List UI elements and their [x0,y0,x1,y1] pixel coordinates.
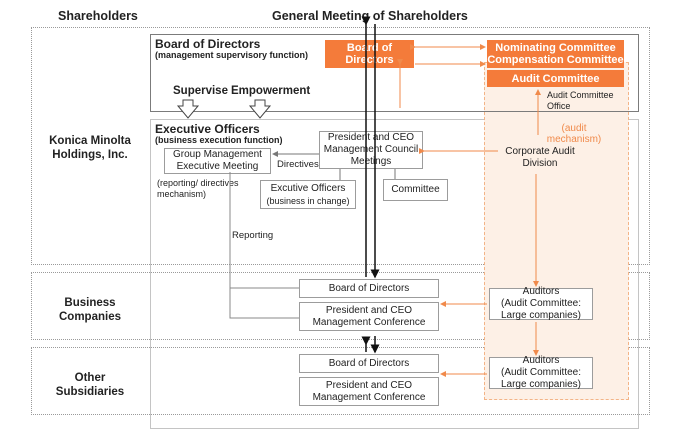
konica-label: Konica Minolta Holdings, Inc. [49,135,131,161]
other-label: Other Subsidiaries [55,372,125,398]
other-auditors-box: Auditors (Audit Committee: Large compani… [489,355,593,390]
audit-committee-office: Audit Committee Office [547,90,614,111]
reporting-mechanism-label: (reporting/ directives mechanism) [157,178,239,199]
reporting-label: Reporting [232,230,274,241]
other-board-box: Board of Directors [299,354,439,373]
president-council-box: President and CEO Management Council Mee… [319,131,423,169]
other-president-conf-box: President and CEO Management Conference [299,377,439,406]
compensation-committee: Compensation Committee [487,54,624,66]
business-auditors-box: Auditors (Audit Committee: Large compani… [489,286,593,321]
business-president-conf-box: President and CEO Management Conference [299,302,439,331]
business-auditors-label: Auditors [522,286,560,297]
business-board-box: Board of Directors [299,279,439,298]
shareholders-header: Shareholders [58,9,138,23]
corp-audit-division: Corporate Audit Division [505,146,575,169]
board-section-title: Board of Directors [155,37,261,51]
directives-label: Directives [277,159,319,170]
board-section-frame [150,34,639,112]
nominating-committee: Nominating Committee [495,42,616,54]
exec-officers-sub: (business in change) [266,195,350,206]
exec-section-subtitle: (business execution function) [155,135,283,145]
exec-officers-box: Excutive Officers (business in change) [260,180,356,209]
other-row-frame [31,347,650,415]
audit-committee-box: Audit Committee [487,70,624,87]
audit-mechanism-label: (audit mechanism) [546,123,602,145]
board-section-subtitle: (management supervisory function) [155,50,309,60]
exec-section-title: Executive Officers [155,122,260,136]
exec-officers-label: Excutive Officers [270,182,346,194]
other-auditors-sub: (Audit Committee: Large companies) [500,367,582,390]
executive-frame [150,119,639,429]
supervise-label: Supervise [173,85,228,97]
committee-box: Committee [383,179,448,201]
audit-column [484,62,629,400]
business-auditors-sub: (Audit Committee: Large companies) [500,298,582,321]
business-row-frame [31,272,650,340]
nominating-compensation-box: Nominating Committee Compensation Commit… [487,40,624,68]
business-label: Business Companies [59,297,121,323]
board-of-directors-box: Board of Directors [325,40,414,68]
empowerment-label: Empowerment [231,85,311,97]
group-mgmt-box: Group Management Executive Meeting [164,148,271,174]
other-auditors-label: Auditors [522,355,560,366]
konica-row-frame [31,27,650,265]
general-meeting-header: General Meeting of Shareholders [272,9,468,23]
